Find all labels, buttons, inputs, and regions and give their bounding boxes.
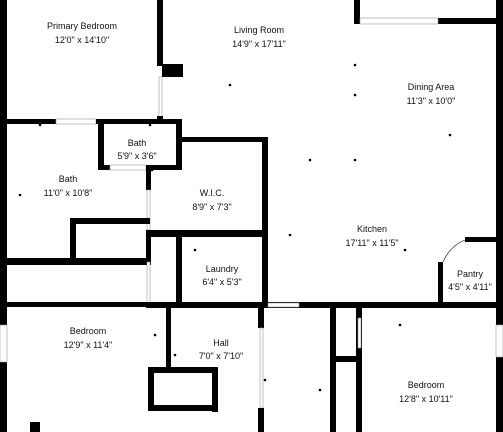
main-bath-walls bbox=[0, 218, 151, 265]
right-bedroom-walls bbox=[301, 302, 496, 432]
room-kitchen: Kitchen 17'11" x 11'5" bbox=[345, 224, 398, 248]
room-name: Living Room bbox=[234, 25, 284, 35]
hall-walls bbox=[0, 302, 301, 432]
room-bath-small: Bath 5'9" x 3'6" bbox=[117, 138, 156, 161]
wic-walls bbox=[146, 137, 268, 308]
room-name: Hall bbox=[213, 338, 229, 348]
exterior-windows bbox=[0, 324, 503, 363]
room-dimensions: 7'0" x 7'10" bbox=[199, 351, 243, 361]
room-name: Dining Area bbox=[408, 82, 455, 92]
room-dimensions: 12'8" x 10'11" bbox=[399, 394, 453, 404]
primary-bedroom-walls bbox=[0, 0, 183, 125]
room-dimensions: 4'5" x 4'11" bbox=[448, 282, 492, 292]
room-dimensions: 17'11" x 11'5" bbox=[345, 238, 398, 248]
room-living-room: Living Room 14'9" x 17'11" bbox=[232, 25, 286, 49]
room-dimensions: 6'4" x 5'3" bbox=[202, 277, 241, 287]
room-primary-bedroom: Primary Bedroom 12'0" x 14'10" bbox=[47, 21, 117, 45]
room-name: Laundry bbox=[206, 264, 239, 274]
room-hall: Hall 7'0" x 7'10" bbox=[199, 338, 243, 361]
room-name: Pantry bbox=[457, 269, 484, 279]
room-dimensions: 8'9" x 7'3" bbox=[192, 202, 231, 212]
room-dimensions: 12'9" x 11'4" bbox=[64, 340, 113, 350]
room-dimensions: 14'9" x 17'11" bbox=[232, 39, 286, 49]
room-name: Primary Bedroom bbox=[47, 21, 117, 31]
room-name: Bedroom bbox=[70, 326, 107, 336]
room-name: W.I.C. bbox=[200, 188, 225, 198]
room-dining-area: Dining Area 11'3" x 10'0" bbox=[407, 82, 456, 106]
room-wic: W.I.C. 8'9" x 7'3" bbox=[192, 188, 231, 212]
room-laundry: Laundry 6'4" x 5'3" bbox=[202, 264, 241, 287]
room-name: Bath bbox=[59, 174, 78, 184]
room-dimensions: 12'0" x 14'10" bbox=[55, 35, 109, 45]
room-bath-main: Bath 11'0" x 10'8" bbox=[44, 174, 93, 198]
room-dimensions: 11'3" x 10'0" bbox=[407, 96, 456, 106]
small-bath-walls bbox=[98, 119, 182, 171]
room-name: Bedroom bbox=[408, 380, 445, 390]
room-bedroom-right: Bedroom 12'8" x 10'11" bbox=[399, 380, 453, 404]
top-bay-walls bbox=[354, 0, 496, 25]
room-name: Bath bbox=[128, 138, 147, 148]
room-bedroom-left: Bedroom 12'9" x 11'4" bbox=[64, 326, 113, 350]
room-dimensions: 11'0" x 10'8" bbox=[44, 188, 93, 198]
room-name: Kitchen bbox=[357, 224, 387, 234]
pantry-walls bbox=[438, 237, 496, 302]
dimension-markers bbox=[18, 63, 452, 392]
room-dimensions: 5'9" x 3'6" bbox=[117, 151, 156, 161]
room-pantry: Pantry 4'5" x 4'11" bbox=[448, 269, 492, 292]
